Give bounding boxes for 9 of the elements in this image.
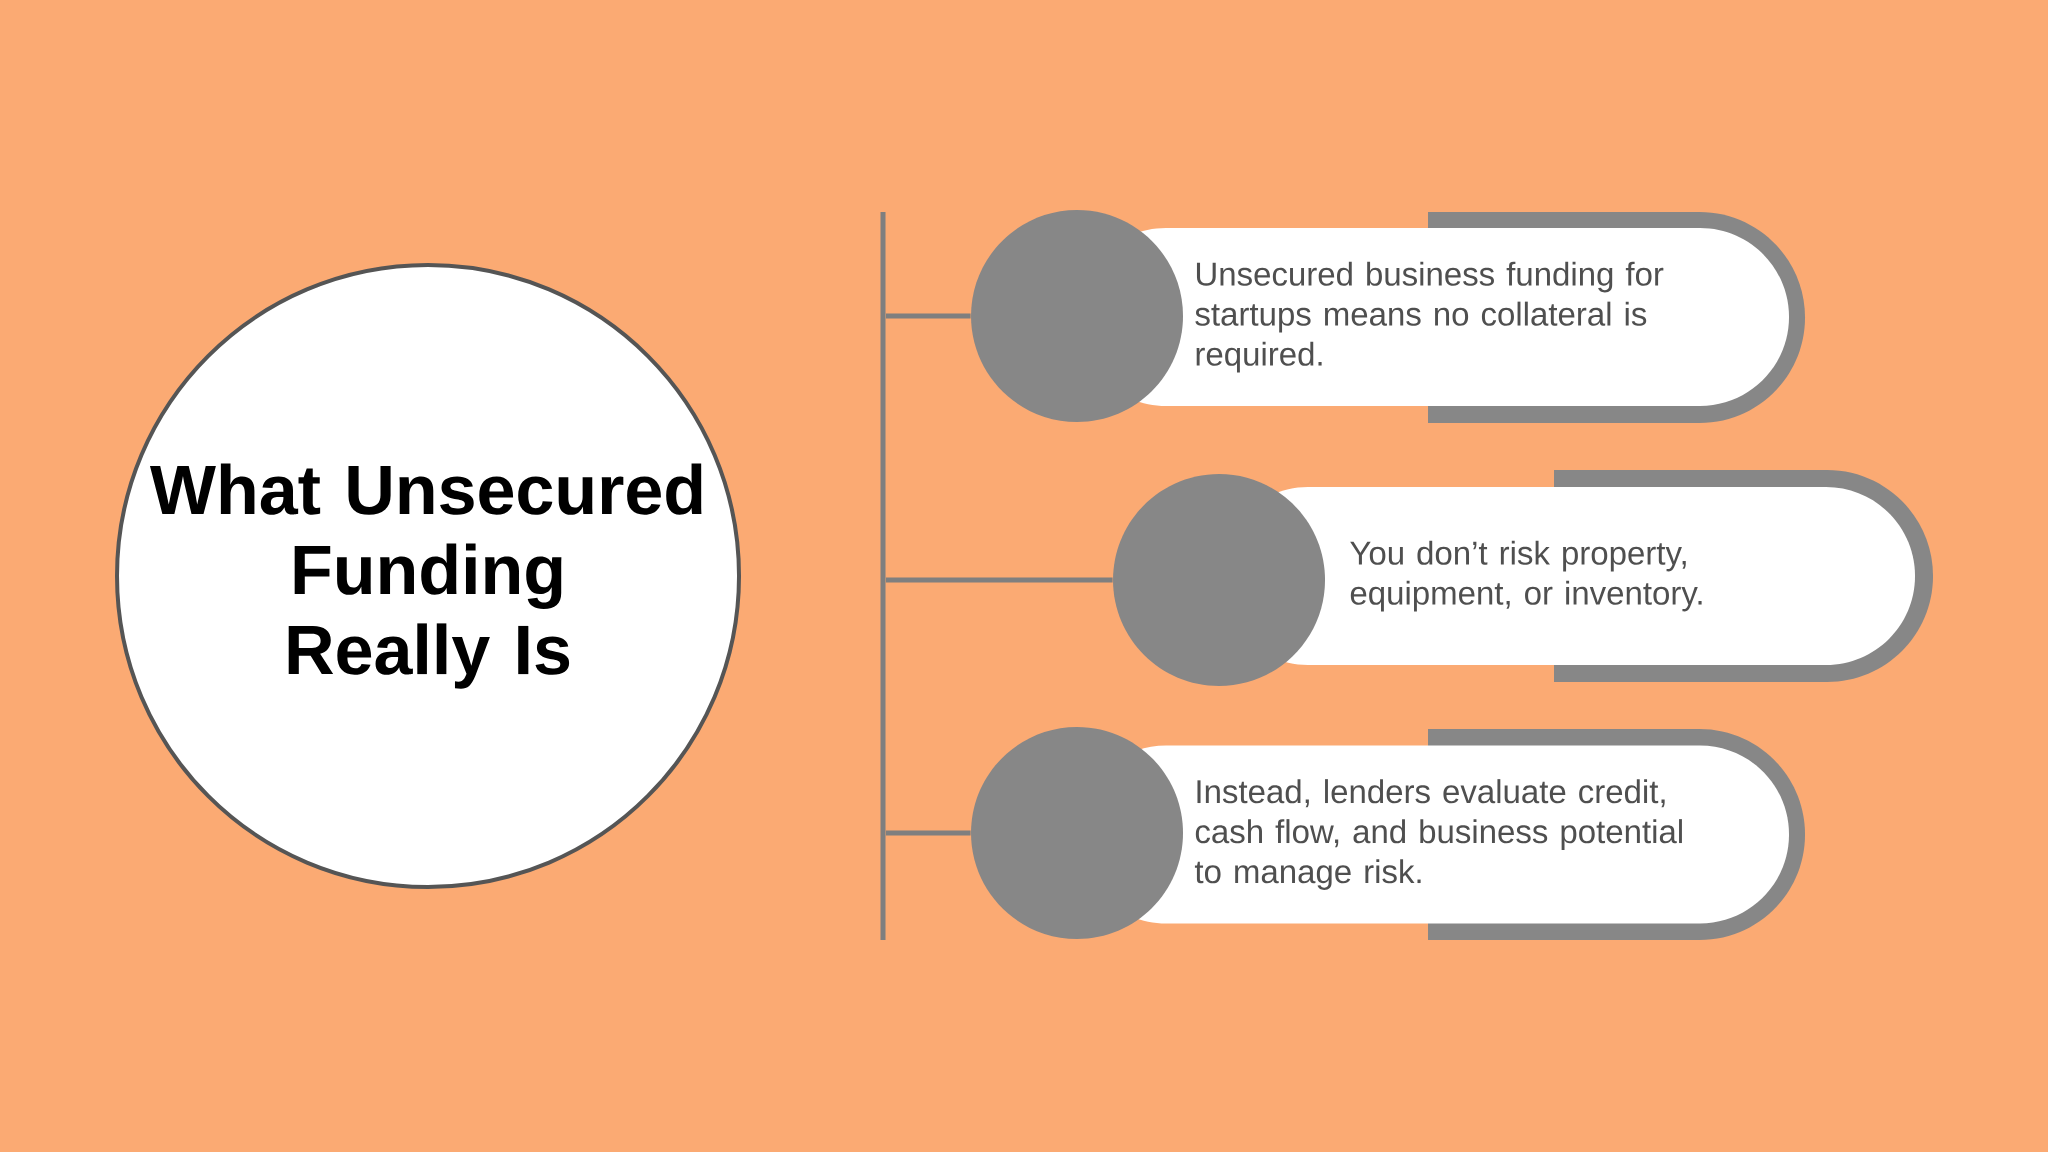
circle-marker [971,210,1183,422]
pill-text: You don’t risk property, equipment, or inventory. [1350,540,1702,612]
circle-marker [971,727,1183,939]
pill-text: Unsecured business funding for startups means no collateral is required. [1195,261,1664,373]
connector-line [885,577,1113,583]
pill-text: Instead, lenders evaluate credit, cash flow, and business potential to manage risk. [1194,779,1682,890]
circle-marker [1113,474,1325,686]
connector-line [885,830,971,836]
connector-line [885,313,971,319]
